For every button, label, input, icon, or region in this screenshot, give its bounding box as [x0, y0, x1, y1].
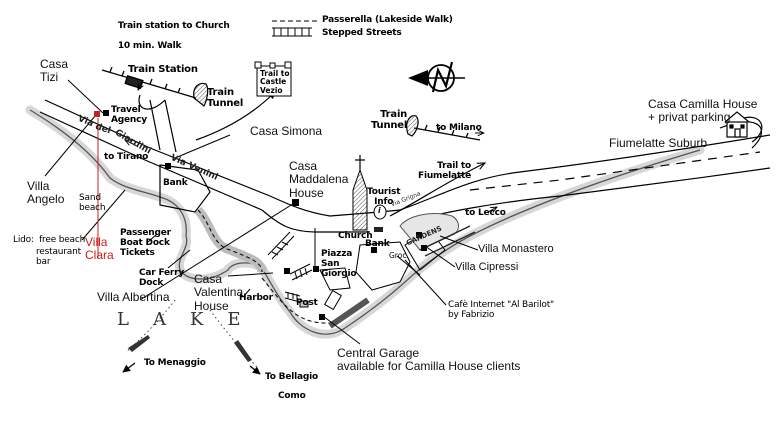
- label-bank-east[interactable]: Bank: [365, 239, 390, 249]
- label-car-ferry-dock[interactable]: Car Ferry Dock: [139, 268, 185, 289]
- label-trail-castle-vezio[interactable]: Trail to Castle Vezio: [260, 69, 290, 95]
- train-tunnel-west-icon: [193, 82, 209, 107]
- legend-stepped-label: Stepped Streets: [322, 28, 402, 38]
- label-central-garage[interactable]: Central Garage available for Camilla Hou…: [337, 346, 521, 374]
- legend-passerella-label: Passerella (Lakeside Walk): [322, 15, 453, 25]
- gardens-area: [399, 213, 476, 257]
- label-tourist-info[interactable]: Tourist Info: [367, 187, 401, 208]
- label-casa-tizi[interactable]: Casa Tizi: [40, 57, 69, 85]
- label-casa-simona[interactable]: Casa Simona: [250, 124, 323, 138]
- north-arrow-icon: [408, 61, 465, 93]
- label-to-bellagio: To Bellagio: [265, 372, 318, 382]
- leader-lines: [44, 79, 479, 345]
- label-lido[interactable]: Lido: free beach: [13, 235, 86, 245]
- label-train-tunnel-west: Train Tunnel: [207, 87, 244, 110]
- label-harbor: Harbor: [239, 293, 273, 303]
- arrow-bellagio-icon: [249, 365, 261, 375]
- villa-clara-marker: [94, 111, 100, 117]
- direction-arrows: [125, 81, 497, 212]
- boat-icon: [234, 340, 252, 362]
- label-sand-beach: Sand beach: [79, 193, 106, 214]
- label-villa-monastero[interactable]: Villa Monastero: [478, 243, 554, 255]
- label-trail-fiumelatte[interactable]: Trail to Fiumelatte: [418, 161, 471, 182]
- arrow-menaggio-icon: [122, 362, 136, 373]
- label-passenger-boat-dock[interactable]: Passenger Boat Dock Tickets: [120, 228, 171, 259]
- label-casa-camilla[interactable]: Casa Camilla House + privat parking: [648, 97, 758, 125]
- label-travel-agency[interactable]: Travel Agency: [111, 105, 147, 126]
- label-bank-west[interactable]: Bank: [163, 178, 188, 188]
- label-como: Como: [278, 391, 306, 401]
- label-to-lecco: to Lecco: [465, 208, 506, 218]
- tourist-info-icon: [373, 204, 387, 220]
- label-post[interactable]: Post: [296, 298, 318, 308]
- house-icon: [724, 111, 750, 138]
- label-train-station[interactable]: Train Station: [128, 64, 198, 75]
- label-to-menaggio: To Menaggio: [144, 358, 206, 368]
- railway-east: [413, 124, 481, 141]
- label-lido-services: restaurant bar: [36, 247, 81, 268]
- boat-icon: [128, 335, 150, 352]
- label-cafe-internet[interactable]: Cafè Internet "Al Barilot" by Fabrizio: [448, 300, 554, 321]
- label-fiumelatte-suburb: Fiumelatte Suburb: [609, 136, 708, 150]
- label-to-milano: to Milano: [436, 123, 482, 133]
- label-casa-maddalena[interactable]: Casa Maddalena House: [289, 159, 349, 200]
- train-tunnel-east-icon: [406, 115, 419, 137]
- label-train-tunnel-east: Train Tunnel: [371, 109, 408, 132]
- label-church[interactable]: Church: [338, 231, 373, 241]
- church-tower-icon: [352, 155, 368, 231]
- label-villa-albertina[interactable]: Villa Albertina: [97, 290, 170, 304]
- lake-label: LAKE: [117, 309, 265, 330]
- walk-note-line2: 10 min. Walk: [117, 41, 182, 52]
- location-markers: [103, 110, 427, 320]
- old-town-blocks: [299, 229, 446, 329]
- road-network: [39, 91, 771, 233]
- info-symbol: i: [378, 206, 381, 215]
- label-villa-angelo[interactable]: Villa Angelo: [27, 179, 65, 207]
- label-casa-valentina[interactable]: Casa Valentina House: [194, 272, 244, 313]
- label-grocery[interactable]: Groc.: [389, 251, 409, 260]
- castle-trail-box: [254, 61, 292, 97]
- walk-note-line1: Train station to Church: [117, 21, 230, 32]
- label-piazza-san-giorgio[interactable]: Piazza San Giorgio: [321, 249, 357, 280]
- legend-stepped-streets-sample: [272, 27, 312, 37]
- walk-time-note: Train station to Church 10 min. Walk: [112, 11, 230, 51]
- label-villa-cipressi[interactable]: Villa Cipressi: [455, 261, 519, 273]
- label-to-tirano: to Tirano: [104, 152, 149, 162]
- stepped-streets: [267, 231, 313, 303]
- label-villa-clara[interactable]: Villa Clara: [85, 235, 114, 263]
